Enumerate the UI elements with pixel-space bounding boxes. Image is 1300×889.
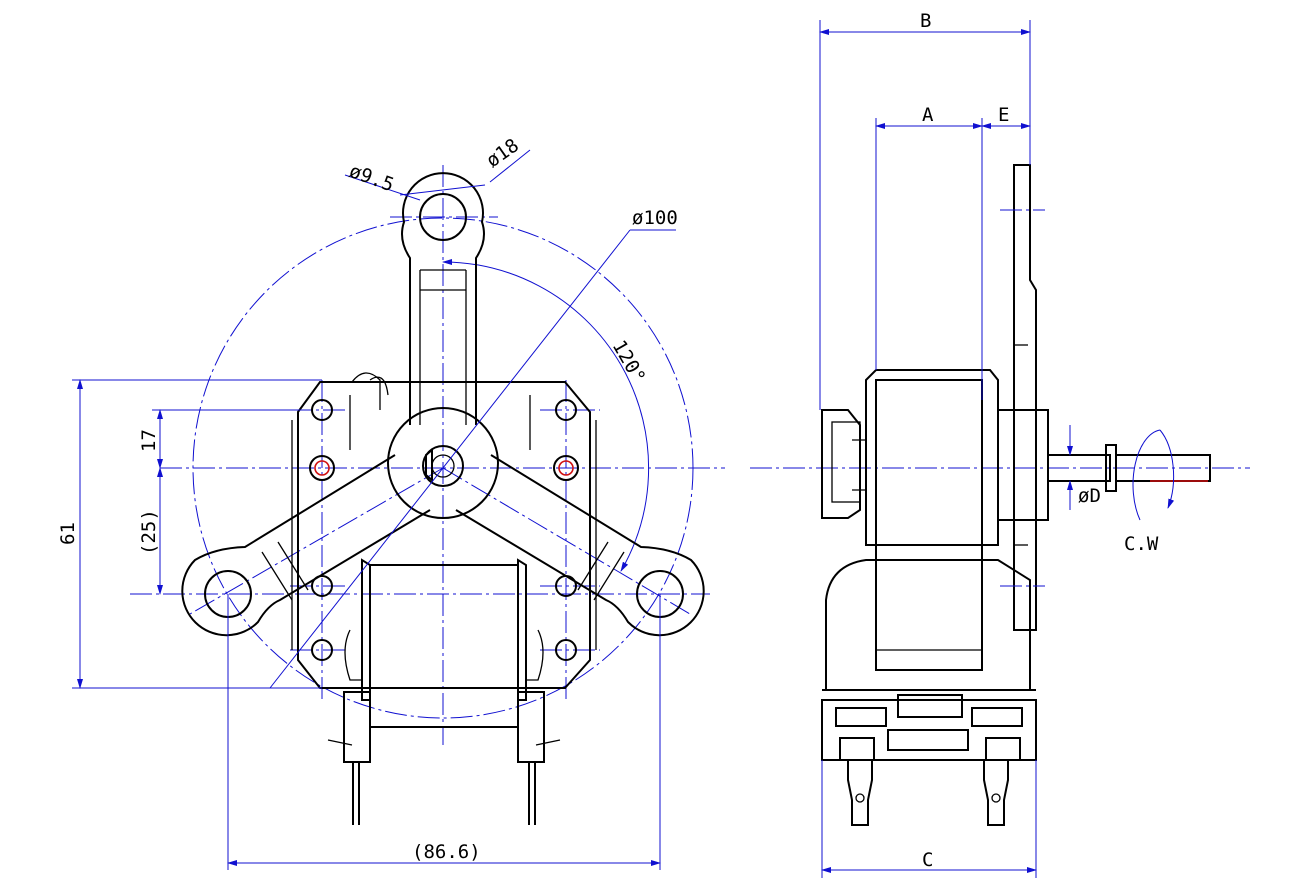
stator-body [291, 372, 597, 689]
central-hub [387, 407, 499, 519]
stator-holes [309, 399, 579, 661]
label-bracket-angle: 120° [608, 337, 650, 388]
top-bracket-arm [401, 172, 485, 425]
side-dimensions [819, 20, 1073, 878]
angle-arc [442, 259, 650, 572]
side-shaft [1047, 429, 1211, 521]
side-motor-body [821, 369, 1037, 826]
label-dim-C: C [922, 849, 933, 871]
label-dim-A: A [922, 104, 934, 126]
front-view: ø9.5 ø18 ø100 120° 61 17 (25) (86.6) [57, 134, 725, 870]
label-dim-upper: 17 [138, 429, 160, 452]
bolt-circle [192, 217, 694, 719]
side-bracket [997, 164, 1049, 631]
right-bracket-arm [455, 454, 705, 637]
label-dim-lower: (25) [138, 509, 160, 555]
label-dim-width: (86.6) [412, 841, 481, 863]
side-view: B A E C øD C.W [750, 10, 1250, 878]
label-dim-height-total: 61 [57, 522, 79, 545]
label-hole-diameter: ø9.5 [346, 160, 397, 196]
label-dim-B: B [920, 10, 931, 32]
label-boss-diameter: ø18 [482, 134, 523, 172]
front-dimensions [72, 149, 676, 870]
label-shaft-diameter: øD [1078, 485, 1101, 507]
label-dim-E: E [998, 104, 1009, 126]
coil-assembly [327, 558, 561, 825]
left-bracket-arm [181, 454, 431, 637]
label-bolt-circle-diameter: ø100 [632, 207, 678, 229]
label-rotation: C.W [1124, 533, 1159, 555]
